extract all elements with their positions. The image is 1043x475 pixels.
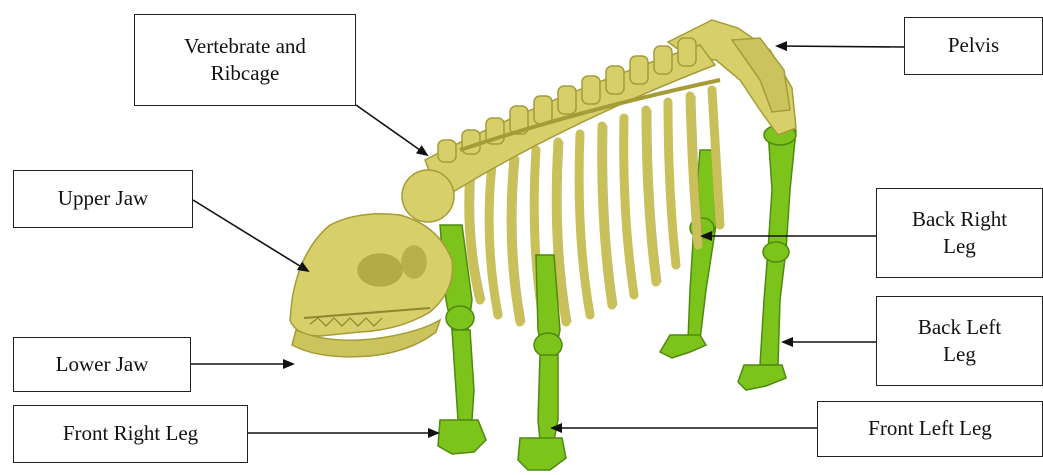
label-front-left-leg: Front Left Leg <box>817 401 1043 457</box>
label-pelvis: Pelvis <box>904 17 1043 75</box>
label-back-left-leg: Back Left Leg <box>876 296 1043 386</box>
back-left-leg-bones <box>738 125 796 390</box>
shoulder-joint <box>402 170 454 222</box>
arrow-pelvis <box>777 46 904 47</box>
label-back-right-leg: Back Right Leg <box>876 188 1043 278</box>
label-upper-jaw: Upper Jaw <box>13 170 193 228</box>
arrow-vertebrate-ribcage <box>356 105 427 155</box>
label-lower-jaw: Lower Jaw <box>13 337 191 392</box>
label-front-right-leg: Front Right Leg <box>13 405 248 463</box>
spine-vertebrae <box>425 38 720 200</box>
arrow-upper-jaw <box>193 200 308 271</box>
skull-bones <box>290 214 453 357</box>
label-vertebrate-ribcage: Vertebrate and Ribcage <box>134 14 356 106</box>
